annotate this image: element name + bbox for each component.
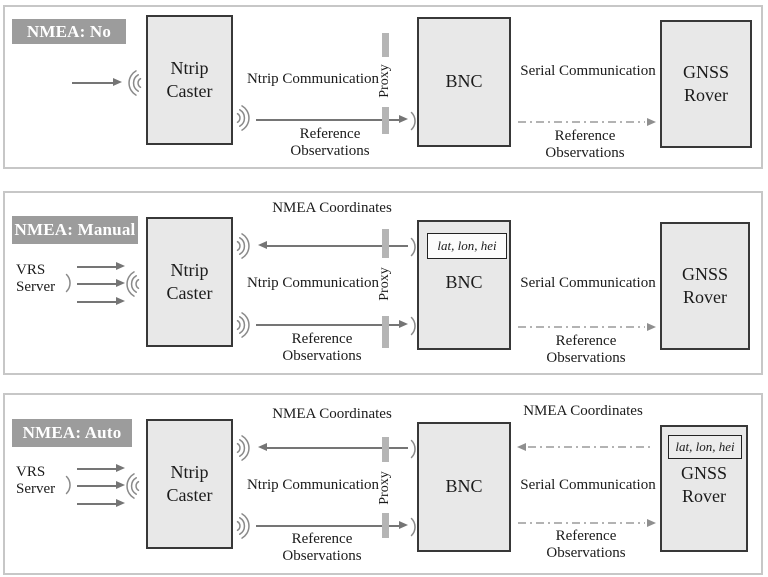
proxy-label: Proxy [377,267,392,301]
reference-observations-dashdot-arrow [518,519,656,527]
ntrip-caster-box: Ntrip Caster [146,419,233,549]
panel-nmea-manual: NMEA: Manual VRS Server Ntrip Caster NME… [3,191,763,375]
wifi-out-icon [236,233,250,259]
antenna-icon [410,439,416,459]
vrs-stream-arrow [77,499,125,508]
wifi-in-icon [128,70,142,96]
ntrip-communication-label: Ntrip Communication [246,477,380,493]
wifi-out-icon [236,435,250,461]
lat-lon-hei-box: lat, lon, hei [668,435,742,459]
vrs-stream-arrow [77,481,125,490]
reference-observations-arrow [256,320,408,329]
mode-tag-label: NMEA: No [26,21,112,41]
proxy-bar-segment [382,107,389,134]
ntrip-communication-label: Ntrip Communication [246,71,380,87]
vrs-stream-arrow [77,279,125,288]
lat-lon-hei-box: lat, lon, hei [427,233,507,259]
bnc-box: BNC [417,422,511,552]
antenna-icon [65,475,71,495]
serial-communication-label: Serial Communication [520,63,656,79]
antenna-icon [410,316,416,336]
vrs-server-label: VRS Server [16,262,56,295]
nmea-coordinates-label: NMEA Coordinates [523,403,643,419]
reference-observations-dashdot-arrow [518,323,656,331]
vrs-stream-arrow [77,464,125,473]
reference-observations-arrow [256,521,408,530]
wifi-in-icon [126,271,140,297]
antenna-icon [410,517,416,537]
ntrip-caster-label: Ntrip Caster [166,57,213,101]
bnc-label: BNC [445,272,483,292]
ntrip-caster-label: Ntrip Caster [166,259,213,303]
gnss-rover-label: GNSS Rover [681,263,729,307]
proxy-bar-segment [382,33,389,57]
bnc-label: BNC [445,476,483,497]
reference-observations-label: Reference Observations [290,126,370,159]
serial-communication-label: Serial Communication [520,477,656,493]
lat-lon-hei-label: lat, lon, hei [675,439,735,454]
wifi-out-icon [236,513,250,539]
serial-communication-label: Serial Communication [520,275,656,291]
antenna-icon [65,273,71,293]
gnss-rover-box: GNSS Rover [660,222,750,350]
ntrip-caster-label: Ntrip Caster [166,461,213,505]
gnss-rover-label: GNSS Rover [680,463,728,507]
reference-observations-label: Reference Observations [282,331,362,364]
wifi-out-icon [236,312,250,338]
proxy-bar-segment [382,513,389,538]
nmea-coordinates-dashdot-arrow [517,443,650,451]
proxy-bar-segment [382,229,389,258]
mode-tag-label: NMEA: Auto [22,423,122,442]
mode-tag-label: NMEA: Manual [14,220,136,239]
ntrip-communication-label: Ntrip Communication [246,275,380,291]
antenna-icon [410,237,416,257]
vrs-server-label: VRS Server [16,464,56,497]
reference-observations-label: Reference Observations [545,128,625,161]
gnss-rover-box: GNSS Rover [660,20,752,148]
proxy-label: Proxy [377,471,392,505]
ntrip-caster-box: Ntrip Caster [146,15,233,145]
proxy-bar-segment [382,437,389,462]
lat-lon-hei-label: lat, lon, hei [437,238,497,253]
reference-observations-label: Reference Observations [282,531,362,564]
gnss-rover-label: GNSS Rover [682,61,730,105]
reference-observations-label: Reference Observations [546,528,626,561]
wifi-out-icon [236,105,250,131]
mode-tag: NMEA: Manual [12,216,138,244]
mode-tag: NMEA: No [12,19,126,44]
panel-nmea-no: NMEA: No Ntrip Caster Ntrip Communicatio… [3,5,763,169]
proxy-bar-segment [382,316,389,348]
nmea-coordinates-label: NMEA Coordinates [272,200,392,216]
nmea-coordinates-label: NMEA Coordinates [272,406,392,422]
input-arrow [72,78,122,87]
antenna-icon [410,111,416,131]
vrs-stream-arrow [77,297,125,306]
ntrip-caster-box: Ntrip Caster [146,217,233,347]
panel-nmea-auto: NMEA: Auto VRS Server Ntrip Caster NMEA … [3,393,763,575]
nmea-coordinates-arrow [258,241,408,250]
mode-tag: NMEA: Auto [12,419,132,447]
bnc-box: BNC [417,17,511,147]
reference-observations-label: Reference Observations [546,333,626,366]
reference-observations-dashdot-arrow [518,118,656,126]
proxy-label: Proxy [377,64,392,98]
wifi-in-icon [126,473,140,499]
vrs-stream-arrow [77,262,125,271]
nmea-coordinates-arrow [258,443,408,452]
bnc-label: BNC [445,71,483,92]
reference-observations-arrow [256,115,408,124]
